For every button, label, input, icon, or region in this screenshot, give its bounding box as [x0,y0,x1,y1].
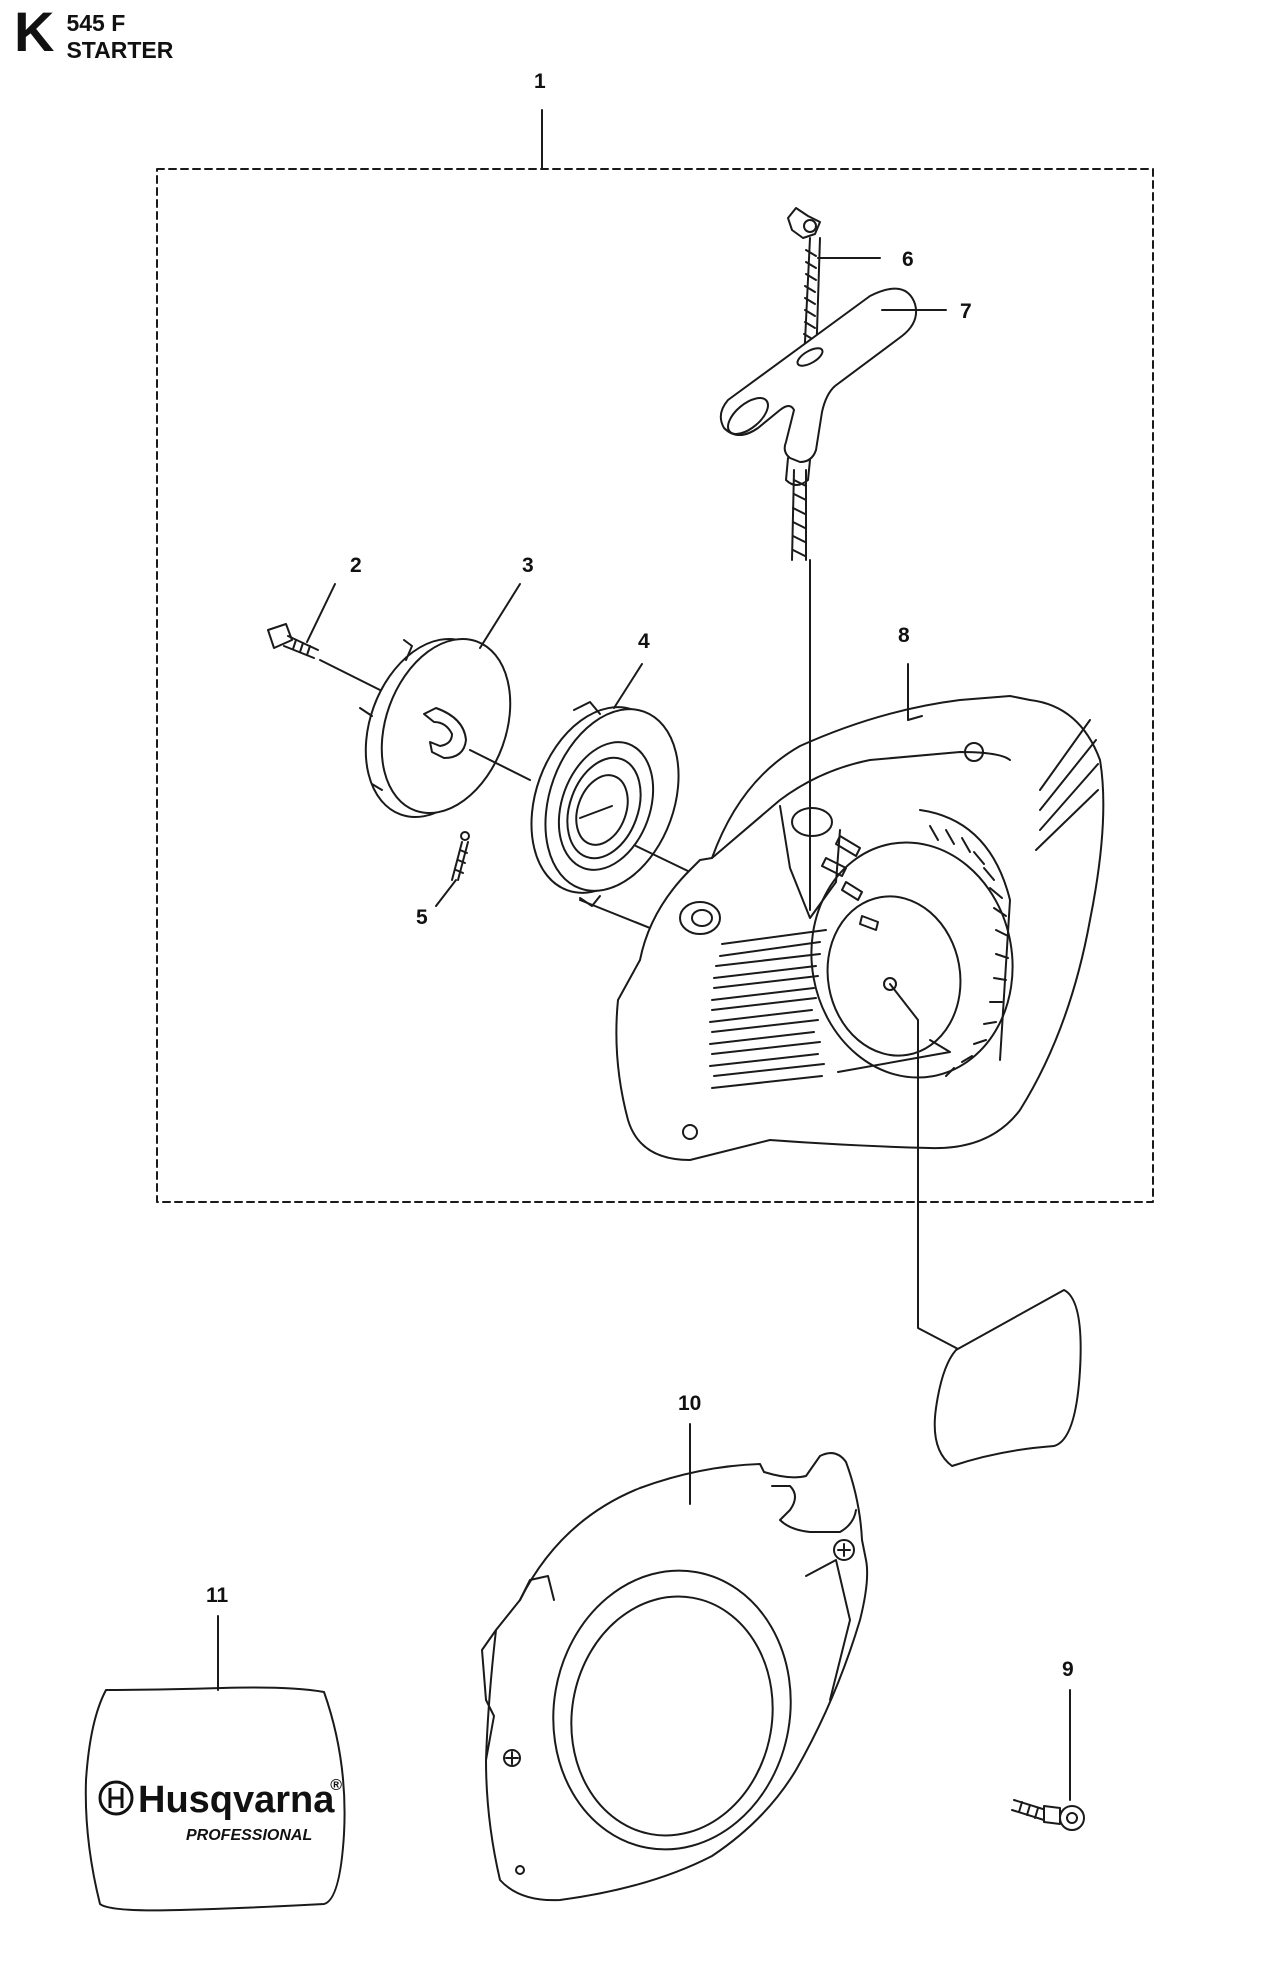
assembly-frame [156,168,1154,1203]
leader-line-4 [613,663,643,709]
leader-line-8b [907,715,923,721]
section-letter: K [14,0,55,63]
callout-8: 8 [898,624,910,647]
model-number: 545 F [66,10,126,36]
callout-3: 3 [522,554,534,577]
leader-line-5 [435,879,457,907]
husqvarna-logo-icon [98,1780,134,1816]
pulley-part-3 [359,637,512,819]
callout-1: 1 [534,70,546,93]
starter-handle-part [719,287,918,486]
callout-10: 10 [678,1392,701,1415]
leader-line-2 [306,583,336,643]
callout-2: 2 [350,554,362,577]
assembly-axis-4 [635,845,691,873]
assembly-axis-2 [319,659,381,691]
bolt-part-9 [1011,1799,1085,1831]
husqvarna-decal [84,1686,346,1912]
husqvarna-brand-text: Husqvarna [138,1779,335,1821]
callout-4: 4 [638,630,650,653]
callout-9: 9 [1062,1658,1074,1681]
leader-line-3 [479,583,521,649]
husqvarna-brand-mark: ® [330,1777,342,1794]
fan-cover-part-10 [481,1452,869,1902]
callout-7: 7 [960,300,972,323]
screw-part-5 [451,831,470,881]
starter-housing-part-8 [615,695,1105,1161]
decal-leader-line [889,983,961,1351]
blank-decal [933,1289,1082,1467]
section-title: STARTER [66,37,174,63]
assembly-axis-3 [469,749,531,781]
callout-6: 6 [902,248,914,271]
starter-rope-part [787,207,821,561]
callout-11: 11 [206,1584,229,1607]
bolt-part-2 [267,623,319,659]
spring-cassette-part-4 [530,701,680,907]
header-text-block: 545 F STARTER [66,10,173,64]
page-header: K 545 F STARTER [14,4,173,64]
decal-tagline: PROFESSIONAL [186,1827,312,1844]
callout-5: 5 [416,906,428,929]
